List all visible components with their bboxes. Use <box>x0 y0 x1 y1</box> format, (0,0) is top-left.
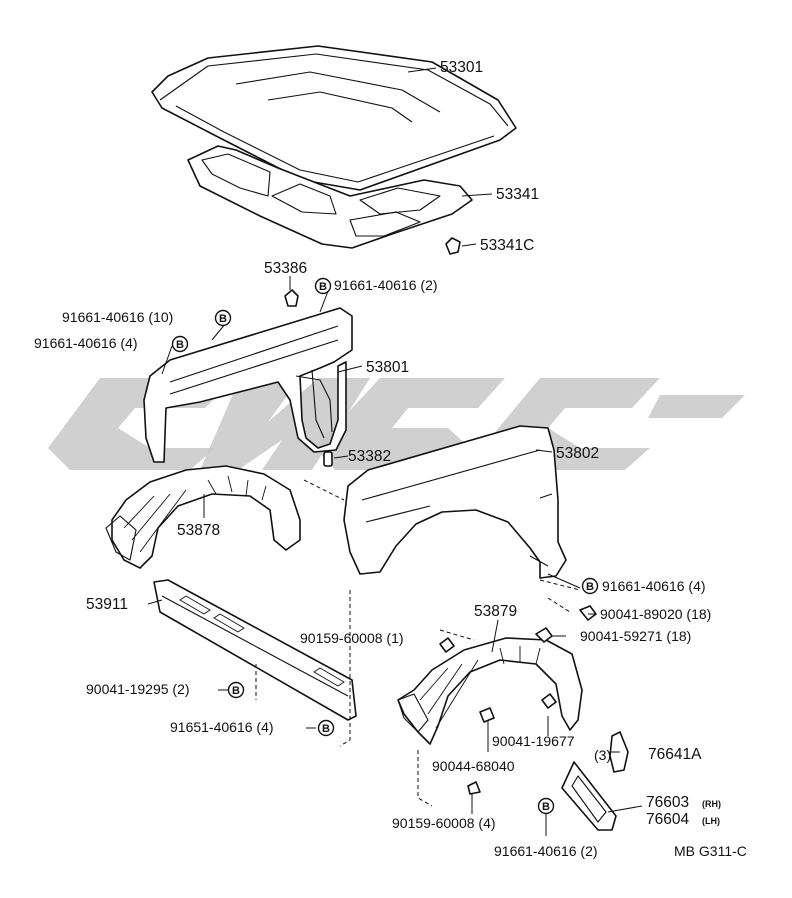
svg-text:B: B <box>176 339 184 351</box>
diagram-code: MB G311-C <box>674 843 747 859</box>
label-91661-10: 91661-40616 (10) <box>62 309 173 325</box>
label-90041-19677: 90041-19677 <box>492 733 575 749</box>
inner-liner-53879 <box>397 637 583 745</box>
label-53341: 53341 <box>496 186 539 203</box>
svg-text:B: B <box>542 801 550 813</box>
label-90041-19295: 90041-19295 (2) <box>86 681 190 697</box>
label-76641a: 76641A <box>648 746 702 763</box>
watermark-shape-5 <box>648 395 745 418</box>
svg-text:B: B <box>586 581 594 593</box>
label-53341c: 53341C <box>480 237 534 254</box>
label-90041-89020: 90041-89020 (18) <box>600 606 711 622</box>
label-53801: 53801 <box>366 359 409 376</box>
mud-guard-76603-76604 <box>561 761 617 831</box>
svg-text:B: B <box>319 281 327 293</box>
assembly-lines <box>255 479 581 807</box>
label-53878: 53878 <box>177 522 220 539</box>
clip-90159-bottom <box>467 781 481 795</box>
clip-90159-top <box>439 637 455 653</box>
label-53879: 53879 <box>474 603 517 620</box>
bolt-marker-top: B <box>314 277 332 295</box>
label-53911: 53911 <box>86 596 128 613</box>
label-53802: 53802 <box>556 445 599 462</box>
label-53382: 53382 <box>348 448 391 465</box>
label-90159-4: 90159-60008 (4) <box>392 815 496 831</box>
fastener-bolts <box>439 605 597 795</box>
front-apron-53801 <box>143 307 353 463</box>
label-91651-4: 91651-40616 (4) <box>170 719 274 735</box>
label-91661-4-left: 91661-40616 (4) <box>34 335 138 351</box>
front-fender-53802 <box>343 425 567 579</box>
label-rh: (RH) <box>702 799 721 809</box>
bolt-marker-left-4: B <box>171 335 189 353</box>
svg-text:B: B <box>219 313 227 325</box>
label-lh: (LH) <box>702 816 720 826</box>
bolt-marker-19295: B <box>227 681 245 699</box>
label-53386: 53386 <box>264 260 307 277</box>
watermark-shape-2 <box>200 378 370 470</box>
bolt-90041-89020 <box>579 605 597 621</box>
radiator-support-53911 <box>153 579 357 721</box>
label-76603: 76603 <box>646 794 689 811</box>
label-91661-4-right: 91661-40616 (4) <box>602 578 706 594</box>
label-90044-68040: 90044-68040 <box>432 758 515 774</box>
part-53382 <box>323 451 333 467</box>
leader-lines <box>147 67 643 836</box>
svg-text:B: B <box>232 685 240 697</box>
label-qty-3: (3) <box>594 747 611 763</box>
label-90041-59271: 90041-59271 (18) <box>580 628 691 644</box>
clip-90044-68040 <box>479 707 495 723</box>
hood-panel <box>151 45 517 191</box>
label-90159-1: 90159-60008 (1) <box>300 630 404 646</box>
svg-text:B: B <box>322 723 330 735</box>
inner-liner-53878 <box>105 465 301 569</box>
bolt-90041-19677 <box>541 693 557 709</box>
bolt-marker-10: B <box>214 309 232 327</box>
bolt-marker-bottom: B <box>537 797 555 815</box>
bolt-marker-right-4: B <box>581 577 599 595</box>
part-labels: 53301 53341 53341C 53386 91661-40616 (2)… <box>34 59 747 859</box>
label-76604: 76604 <box>646 811 689 828</box>
label-91661-2-bottom: 91661-40616 (2) <box>494 843 598 859</box>
label-53301: 53301 <box>440 59 483 76</box>
clip-53386-part <box>284 289 299 307</box>
bolt-marker-91651: B <box>317 719 335 737</box>
label-91661-2-top: 91661-40616 (2) <box>334 277 438 293</box>
hood-inner-panel <box>187 145 473 249</box>
clip-53341c-part <box>445 237 461 255</box>
